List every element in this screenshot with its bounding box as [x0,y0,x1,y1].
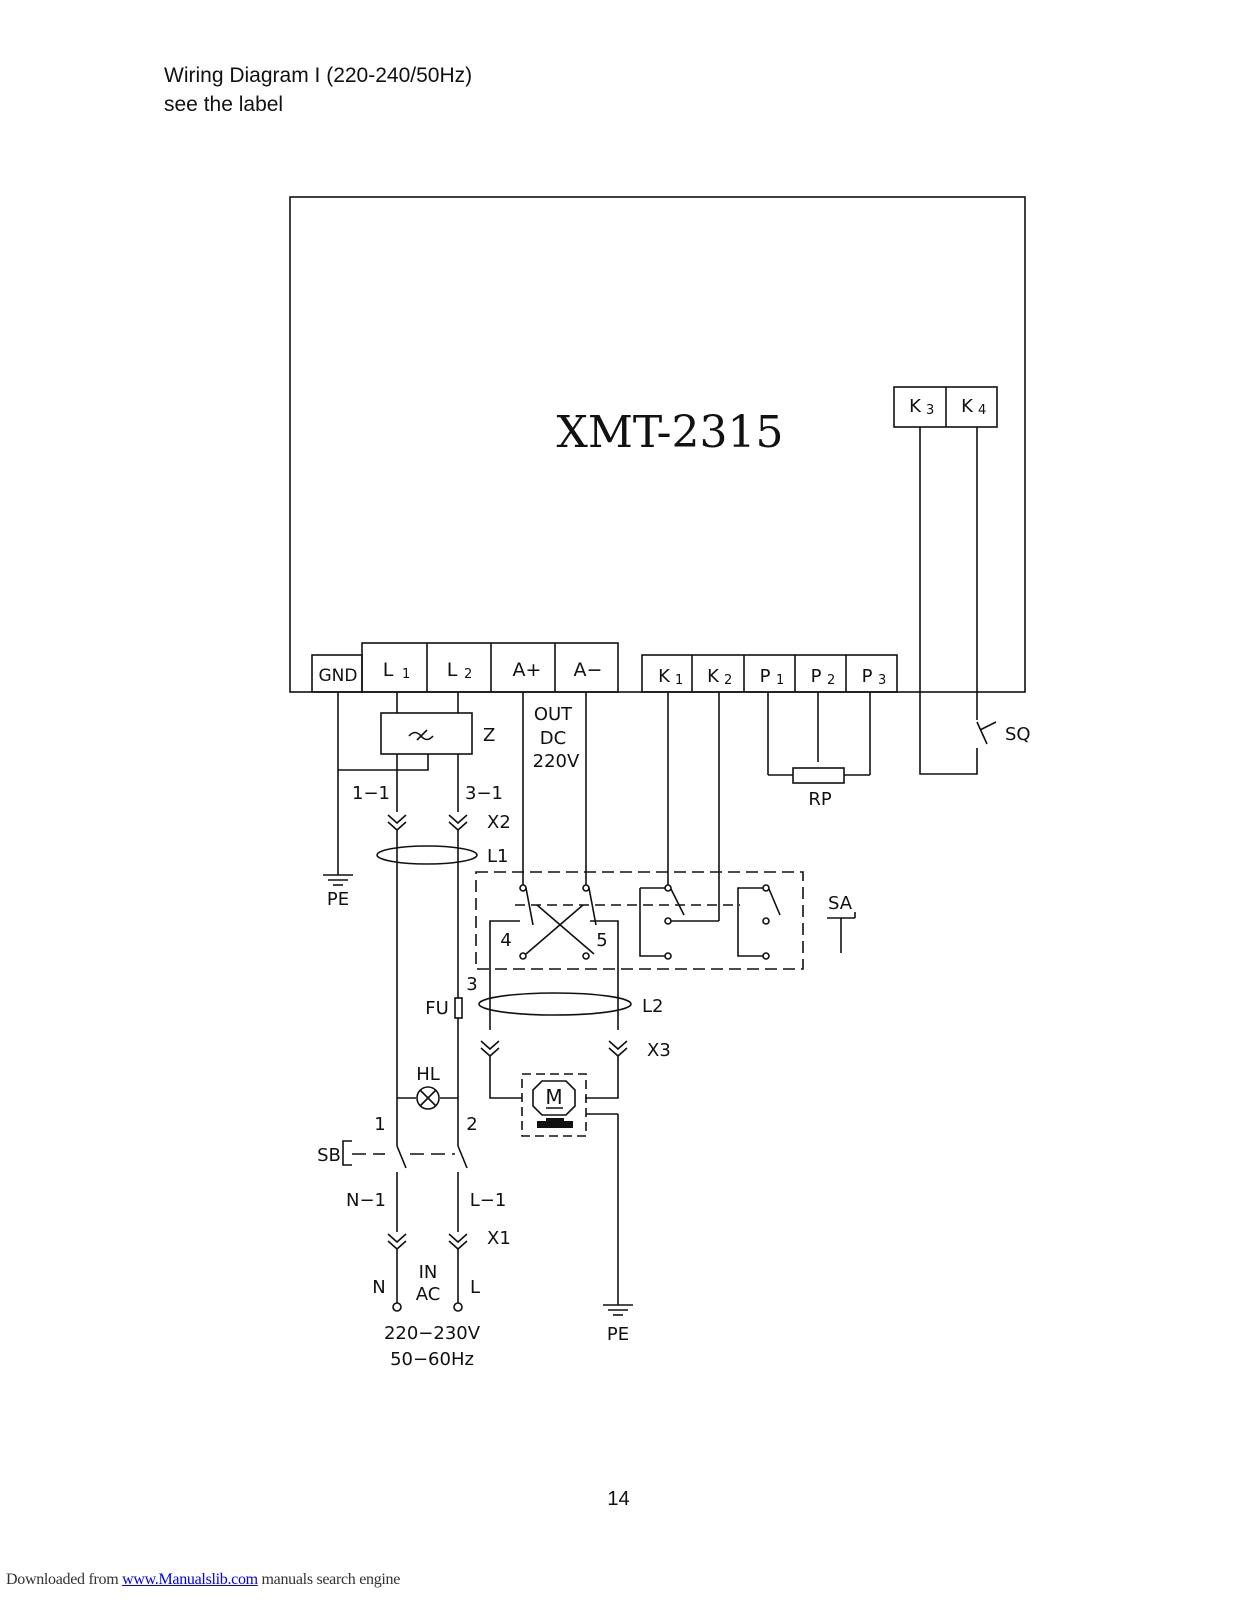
terminal-k2-sub: 2 [724,673,732,688]
label-l-1: L−1 [470,1190,507,1211]
page-number: 14 [607,1488,630,1510]
terminal-l2-label: L [447,659,458,681]
label-x1: X1 [487,1228,511,1249]
label-ac: AC [416,1284,441,1305]
label-supply-frequency: 50−60Hz [390,1349,474,1370]
label-1-1: 1−1 [352,783,390,804]
sb-switch-n [396,1145,407,1169]
footer-prefix: Downloaded from [6,1571,123,1588]
label-n: N [372,1277,385,1298]
terminal-gnd [311,654,363,693]
label-sb: SB [317,1145,341,1166]
terminal-p2-sub: 2 [827,673,835,688]
terminal-k1-sub: 1 [675,673,683,688]
label-m: M [545,1085,562,1109]
terminal-p1-label: P [760,666,771,687]
terminal-gnd-label: GND [319,666,358,686]
label-1: 1 [374,1114,385,1135]
motor-box [521,1073,587,1137]
footer-suffix: manuals search engine [257,1571,401,1588]
terminal-l1-sub: 1 [402,667,410,682]
sq-switch [976,721,988,745]
m-motor [532,1080,576,1116]
controller-model: XMT-2315 [557,407,784,458]
label-3: 3 [466,974,477,995]
label-rp: RP [808,789,832,810]
sa-switch-box [475,871,804,970]
terminal-p1-sub: 1 [776,673,784,688]
label-hl: HL [416,1064,440,1085]
diagram-subtitle: see the label [164,93,284,116]
label-sq: SQ [1005,724,1031,745]
terminal-p3-label: P [862,666,873,687]
terminal-l2-sub: 2 [464,667,472,682]
label-out: OUT [534,704,573,725]
label-in: IN [419,1262,438,1283]
terminal-a-plus-label: A+ [513,659,542,681]
sb-switch-l [457,1145,468,1169]
label-supply-voltage: 220−230V [384,1323,481,1344]
terminal-a-minus-label: A− [574,659,603,681]
label-fu: FU [425,998,449,1019]
terminal-block-signal [641,654,898,693]
z-filter [380,712,473,755]
label-l2: L2 [642,996,663,1017]
terminal-k4-label: K [961,396,974,417]
label-4: 4 [500,930,511,951]
label-l1: L1 [487,846,508,867]
terminal-k2-label: K [707,666,720,687]
manualslib-link[interactable]: www.Manualslib.com [122,1571,258,1588]
label-x3: X3 [647,1040,671,1061]
label-pe-left: PE [327,889,349,910]
motor-brake [537,1121,573,1128]
label-3-1: 3−1 [465,783,503,804]
wiring-diagram: XMT-2315 GND L 1 L 2 A+ A− K 1 K 2 P 1 P… [289,196,1031,1370]
label-z: Z [483,725,495,746]
label-l: L [470,1277,480,1298]
terminal-p2-label: P [811,666,822,687]
terminal-k4-sub: 4 [978,403,986,418]
l2-cable [478,992,632,1016]
label-n-1: N−1 [346,1190,386,1211]
terminal-p3-sub: 3 [878,673,886,688]
hl-lamp [416,1086,440,1110]
label-sa: SA [828,893,853,914]
label-dc: DC [540,728,566,749]
label-x2: X2 [487,812,511,833]
terminal-l1-label: L [383,659,394,681]
terminal-k3-label: K [909,396,922,417]
fu-fuse [454,997,463,1019]
label-2: 2 [466,1114,477,1135]
l1-cable [376,845,478,865]
terminal-k3-sub: 3 [926,403,934,418]
label-5: 5 [596,930,607,951]
label-220v: 220V [533,751,580,772]
rp-potentiometer [792,767,845,784]
diagram-title: Wiring Diagram I (220-240/50Hz) [164,64,473,87]
terminal-k1-label: K [658,666,671,687]
label-pe-right: PE [607,1324,629,1345]
footer: Downloaded from www.Manualslib.com manua… [6,1571,400,1589]
